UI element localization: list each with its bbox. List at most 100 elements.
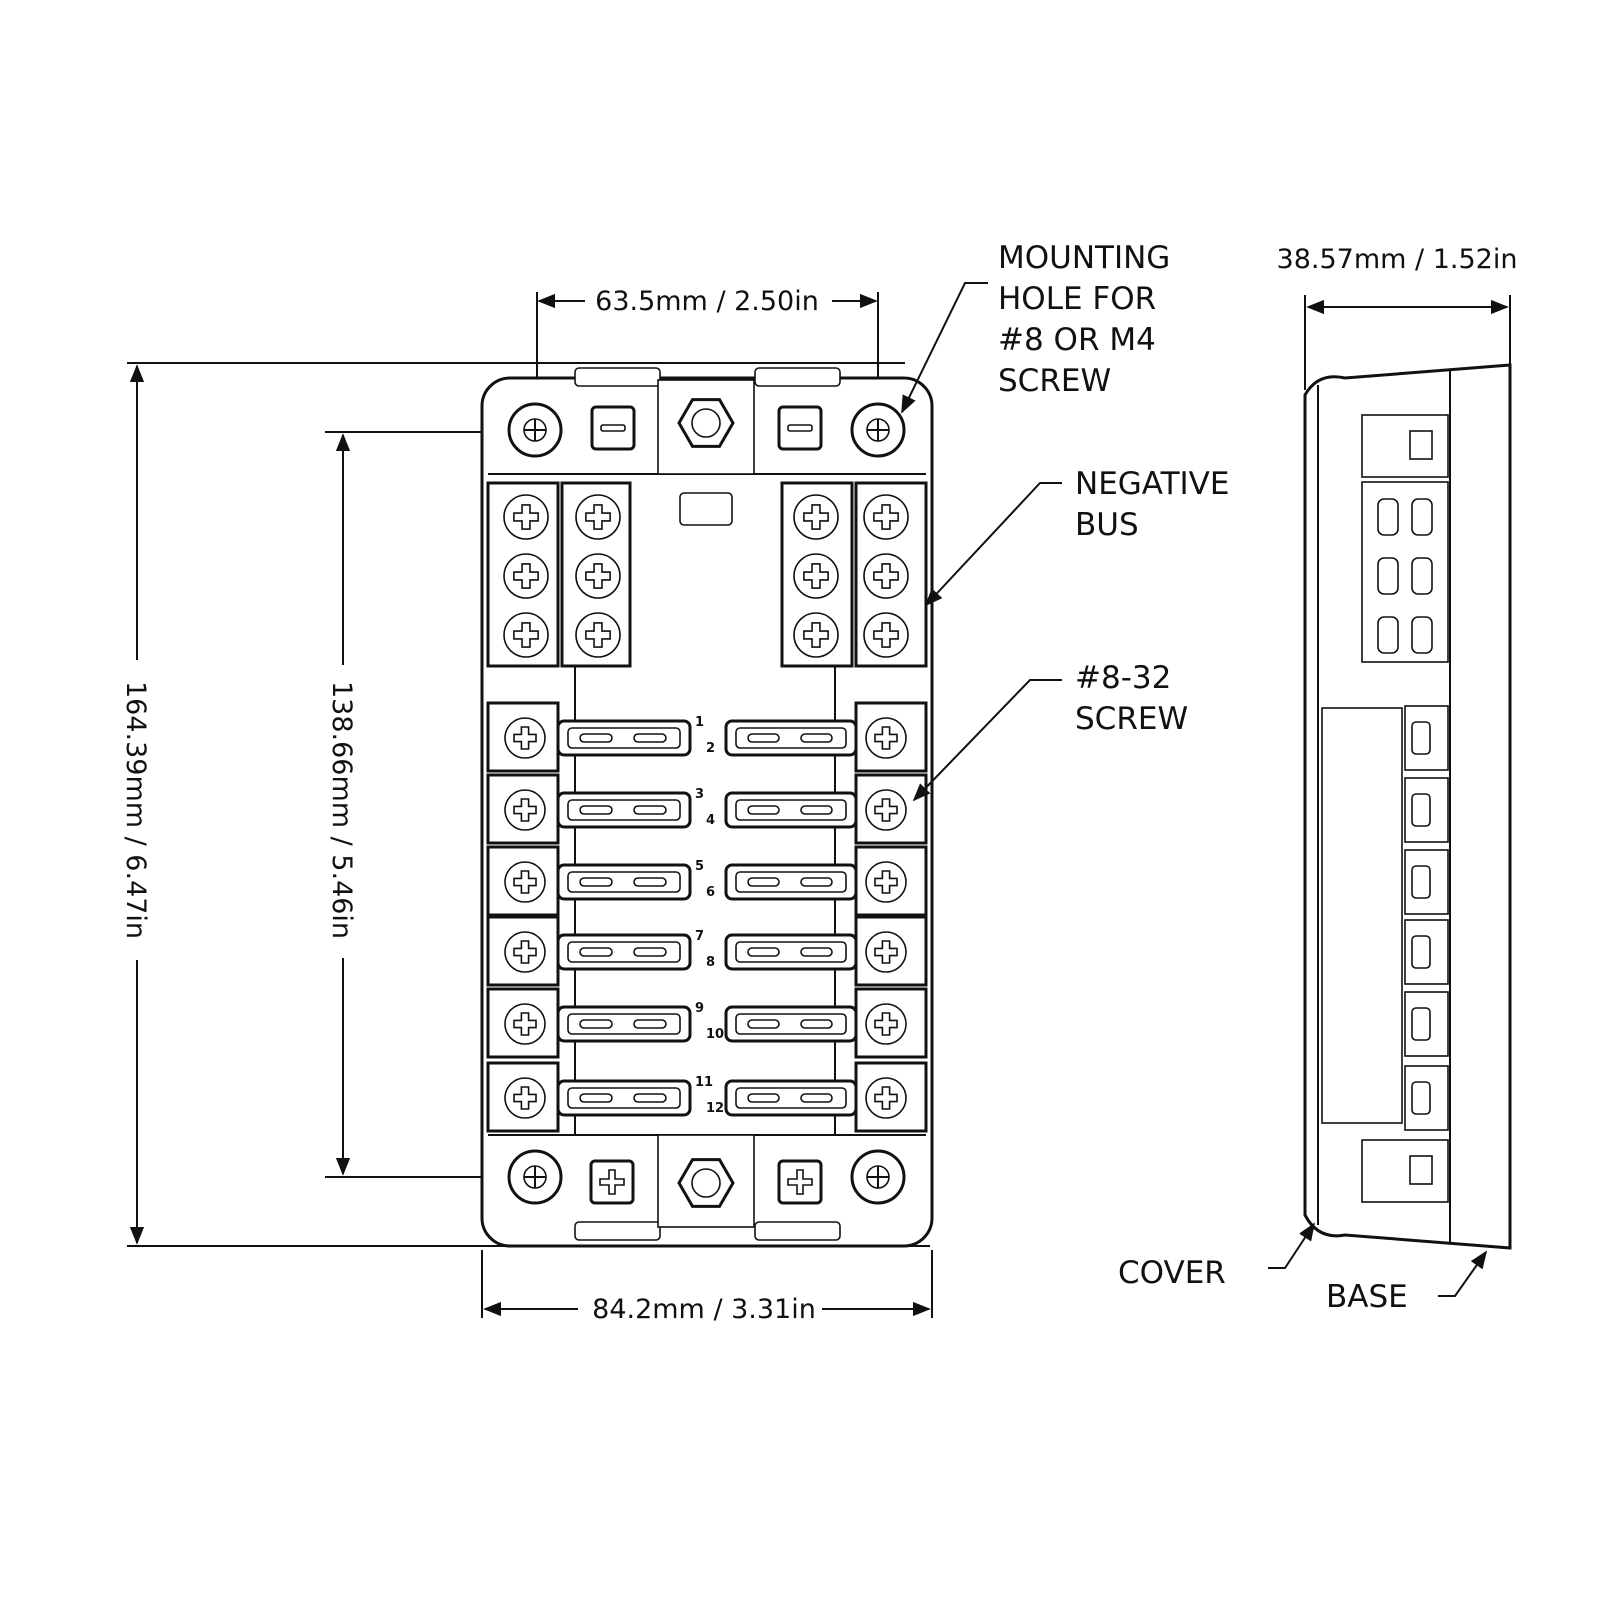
fuse-number: 9 — [695, 1001, 704, 1016]
dimension-hole-vertical-spacing: 138.66mm / 5.46in — [325, 431, 535, 1178]
phillips-screw-icon — [504, 931, 546, 973]
callout-text: BUS — [1075, 507, 1139, 543]
phillips-screw-icon — [575, 612, 621, 658]
fuse-number: 12 — [706, 1101, 724, 1116]
phillips-screw-icon — [863, 494, 909, 540]
fuse-number: 8 — [706, 955, 715, 970]
stud-nut-icon — [677, 1158, 735, 1208]
blade-fuse-slot — [556, 1005, 692, 1043]
phillips-screw-icon — [504, 717, 546, 759]
callout-text: SCREW — [998, 363, 1111, 399]
phillips-screw-icon — [503, 494, 549, 540]
terminal-block-left — [486, 915, 560, 987]
fuse-block-side-view — [1303, 363, 1512, 1250]
mounting-hole-icon — [507, 402, 563, 458]
phillips-screw-icon — [863, 612, 909, 658]
side-screw — [1411, 793, 1431, 827]
fuse-number: 1 — [695, 715, 704, 730]
blade-fuse-slot — [724, 719, 858, 757]
blade-fuse-slot — [556, 791, 692, 829]
overall-height-label: 164.39mm / 6.47in — [120, 681, 151, 939]
mounting-hole-icon — [507, 1149, 563, 1205]
callout-base: BASE — [1326, 1250, 1488, 1315]
fuse-number: 4 — [706, 813, 715, 828]
blade-fuse-slot — [724, 1079, 858, 1117]
terminal-block-left — [486, 701, 560, 773]
negative-terminal-icon — [590, 405, 636, 451]
blade-fuse-slot — [724, 933, 858, 971]
phillips-screw-icon — [504, 861, 546, 903]
phillips-screw-icon — [793, 553, 839, 599]
side-screw — [1411, 1081, 1431, 1115]
phillips-screw-icon — [793, 494, 839, 540]
side-stud — [1409, 1155, 1433, 1185]
side-screw — [1411, 616, 1433, 654]
positive-terminal-icon — [777, 1159, 823, 1205]
phillips-screw-icon — [865, 717, 907, 759]
callout-text: HOLE FOR — [998, 281, 1156, 317]
phillips-screw-icon — [865, 1077, 907, 1119]
phillips-screw-icon — [865, 1003, 907, 1045]
phillips-screw-icon — [865, 931, 907, 973]
side-screw — [1377, 557, 1399, 595]
phillips-screw-icon — [504, 789, 546, 831]
callout-text: NEGATIVE — [1075, 466, 1229, 502]
phillips-screw-icon — [504, 1077, 546, 1119]
callout-negative-bus: NEGATIVE BUS — [924, 466, 1229, 607]
blade-fuse-slot — [556, 863, 692, 901]
positive-terminal-icon — [589, 1159, 635, 1205]
fuse-number: 2 — [706, 741, 715, 756]
phillips-screw-icon — [865, 789, 907, 831]
fuse-number: 5 — [695, 859, 704, 874]
phillips-screw-icon — [863, 553, 909, 599]
callout-screw: #8-32 SCREW — [912, 660, 1188, 802]
blade-fuse-slot — [556, 719, 692, 757]
callout-text: MOUNTING — [998, 240, 1170, 276]
indicator-window — [679, 492, 733, 526]
blade-fuse-slot — [724, 1005, 858, 1043]
fuse-number: 6 — [706, 885, 715, 900]
dimension-overall-width: 84.2mm / 3.31in — [481, 1250, 933, 1325]
phillips-screw-icon — [503, 612, 549, 658]
side-stud — [1409, 430, 1433, 460]
phillips-screw-icon — [865, 861, 907, 903]
fuse-number: 10 — [706, 1027, 724, 1042]
fuse-number: 3 — [695, 787, 704, 802]
fuse-number: 7 — [695, 929, 704, 944]
blade-fuse-slot — [724, 791, 858, 829]
phillips-screw-icon — [504, 1003, 546, 1045]
side-screw — [1411, 498, 1433, 536]
base-label: BASE — [1326, 1279, 1408, 1315]
phillips-screw-icon — [793, 612, 839, 658]
hole-vertical-spacing-label: 138.66mm / 5.46in — [326, 681, 357, 939]
callout-cover: COVER — [1118, 1222, 1315, 1291]
phillips-screw-icon — [503, 553, 549, 599]
side-screw — [1377, 498, 1399, 536]
fuse-number: 11 — [695, 1075, 713, 1090]
phillips-screw-icon — [575, 553, 621, 599]
side-screw — [1377, 616, 1399, 654]
negative-terminal-icon — [777, 405, 823, 451]
hole-spacing-label: 63.5mm / 2.50in — [595, 286, 819, 317]
callout-text: #8-32 — [1075, 660, 1171, 696]
mounting-hole-icon — [850, 402, 906, 458]
side-screw — [1411, 721, 1431, 755]
side-screw — [1411, 865, 1431, 899]
blade-fuse-slot — [724, 863, 858, 901]
blade-fuse-slot — [556, 933, 692, 971]
side-screw — [1411, 935, 1431, 969]
callout-mounting-hole: MOUNTING HOLE FOR #8 OR M4 SCREW — [901, 240, 1170, 414]
blade-fuse-slot — [556, 1079, 692, 1117]
side-screw — [1411, 557, 1433, 595]
dimension-hole-spacing: 63.5mm / 2.50in — [536, 286, 879, 432]
callout-text: #8 OR M4 — [998, 322, 1156, 358]
phillips-screw-icon — [575, 494, 621, 540]
overall-width-label: 84.2mm / 3.31in — [592, 1294, 816, 1325]
cover-label: COVER — [1118, 1255, 1226, 1291]
depth-label: 38.57mm / 1.52in — [1277, 244, 1518, 275]
side-screw — [1411, 1007, 1431, 1041]
mounting-hole-icon — [850, 1149, 906, 1205]
